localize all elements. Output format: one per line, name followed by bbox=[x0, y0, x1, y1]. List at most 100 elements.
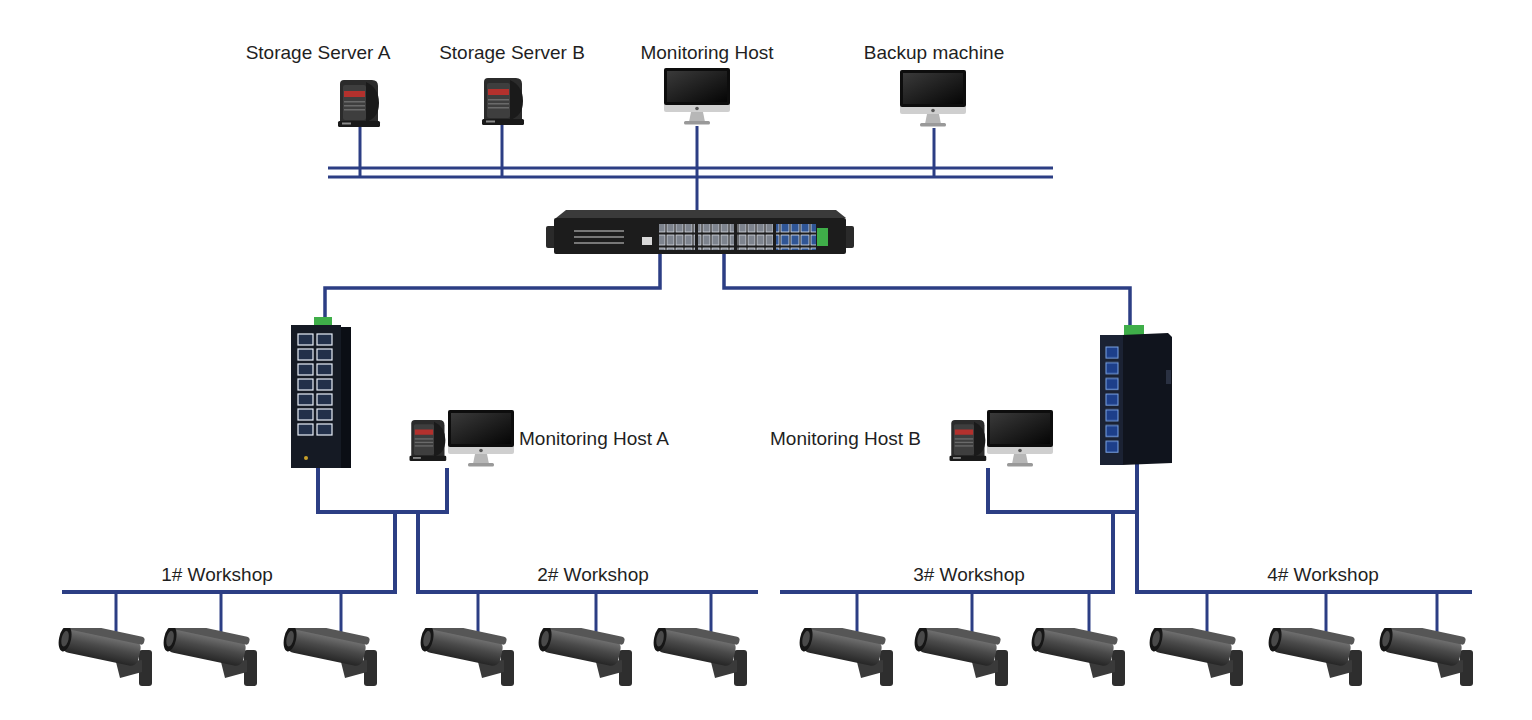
camera-drop bbox=[340, 594, 343, 634]
monitor-icon bbox=[987, 410, 1053, 468]
monitor-icon bbox=[900, 70, 966, 128]
network-cable bbox=[418, 468, 447, 590]
access-wire bbox=[318, 466, 447, 512]
node-label: Monitoring Host bbox=[640, 41, 773, 65]
camera-drop bbox=[1088, 594, 1091, 634]
node-label: 3# Workshop bbox=[913, 563, 1025, 587]
camera-drop bbox=[595, 594, 598, 634]
camera-row bbox=[62, 594, 397, 698]
din-clip bbox=[1166, 370, 1171, 384]
camera-symbol bbox=[913, 620, 1008, 686]
camera-drop bbox=[1206, 594, 1209, 634]
server-graphic bbox=[950, 420, 987, 461]
camera-symbol bbox=[162, 620, 257, 686]
camera-symbol bbox=[537, 620, 632, 686]
monitoring-station: Monitoring Host B bbox=[765, 408, 1055, 468]
switch-front bbox=[554, 218, 846, 254]
camera-symbol bbox=[57, 620, 152, 686]
camera-drop bbox=[1436, 594, 1439, 634]
server-icon bbox=[478, 76, 526, 126]
node-label: Storage Server B bbox=[439, 41, 585, 65]
access-wire bbox=[988, 463, 1137, 512]
network-cable bbox=[395, 468, 447, 590]
camera-symbol bbox=[419, 620, 514, 686]
node-label: Backup machine bbox=[864, 41, 1004, 65]
camera-drop bbox=[1325, 594, 1328, 634]
storage-server: Storage Server B bbox=[433, 40, 593, 126]
camera-symbol bbox=[1378, 620, 1473, 686]
camera-symbol bbox=[798, 620, 893, 686]
monitor-graphic bbox=[987, 410, 1053, 467]
trunk-wire bbox=[724, 254, 1130, 328]
camera-symbol bbox=[1030, 620, 1125, 686]
bus-drop bbox=[359, 126, 362, 178]
sfp-group bbox=[659, 224, 695, 250]
console-port bbox=[642, 237, 652, 245]
camera-drop bbox=[477, 594, 480, 634]
camera-symbol bbox=[282, 620, 377, 686]
camera-drop bbox=[856, 594, 859, 634]
server-graphic bbox=[482, 78, 524, 125]
node-label: Monitoring Host A bbox=[519, 427, 669, 451]
monitoring-host: Monitoring Host bbox=[628, 40, 788, 128]
camera-drop bbox=[115, 594, 118, 634]
server-graphic bbox=[338, 80, 380, 127]
camera-drop bbox=[710, 594, 713, 634]
camera-row bbox=[1135, 594, 1472, 698]
server-icon bbox=[334, 78, 382, 128]
switch-led-row bbox=[574, 242, 624, 244]
node-label: Monitoring Host B bbox=[770, 427, 921, 451]
monitor-graphic bbox=[664, 68, 730, 125]
switch-led-row bbox=[574, 236, 624, 238]
switch-front bbox=[291, 325, 341, 468]
node-label: 1# Workshop bbox=[161, 563, 273, 587]
bus-drop bbox=[933, 128, 936, 178]
server-icon bbox=[406, 416, 448, 464]
monitoring-station: Monitoring Host A bbox=[405, 408, 695, 468]
switch-front bbox=[1100, 335, 1123, 465]
rj45-group bbox=[1104, 345, 1120, 455]
backbone-bus bbox=[328, 176, 1053, 179]
switch-top bbox=[556, 210, 846, 218]
camera-symbol bbox=[1267, 620, 1362, 686]
rj45-group bbox=[776, 224, 816, 250]
bus-drop bbox=[501, 124, 504, 178]
storage-server: Storage Server A bbox=[238, 40, 400, 128]
camera-drop bbox=[220, 594, 223, 634]
sfp-group bbox=[698, 224, 734, 250]
core-switch bbox=[546, 210, 854, 254]
switch-led-row bbox=[574, 230, 624, 232]
backup-machine: Backup machine bbox=[853, 40, 1015, 130]
switch-side bbox=[1122, 333, 1172, 465]
bus-drop bbox=[696, 126, 699, 178]
camera-drop bbox=[971, 594, 974, 634]
monitor-graphic bbox=[900, 70, 966, 127]
backbone-bus bbox=[328, 167, 1053, 170]
camera-row bbox=[416, 594, 758, 698]
trunk-wire bbox=[325, 254, 660, 320]
server-graphic bbox=[410, 420, 447, 461]
status-led bbox=[304, 456, 308, 460]
industrial-switch bbox=[291, 317, 351, 468]
camera-symbol bbox=[1148, 620, 1243, 686]
workshop-bus: 4# Workshop bbox=[1135, 590, 1472, 698]
workshop-bus: 2# Workshop bbox=[416, 590, 758, 698]
camera-row bbox=[780, 594, 1115, 698]
node-label: 2# Workshop bbox=[537, 563, 649, 587]
monitor-icon bbox=[664, 68, 730, 126]
workshop-bus: 3# Workshop bbox=[780, 590, 1115, 698]
monitor-icon bbox=[448, 410, 514, 468]
sfp-group bbox=[737, 224, 773, 250]
node-label: Storage Server A bbox=[246, 41, 391, 65]
uplink-wire bbox=[696, 177, 699, 214]
monitor-graphic bbox=[448, 410, 514, 467]
server-icon bbox=[946, 416, 988, 464]
node-label: 4# Workshop bbox=[1267, 563, 1379, 587]
industrial-switch bbox=[1100, 325, 1172, 465]
camera-symbol bbox=[652, 620, 747, 686]
rj45-group bbox=[296, 332, 334, 437]
power-terminal bbox=[817, 228, 828, 246]
